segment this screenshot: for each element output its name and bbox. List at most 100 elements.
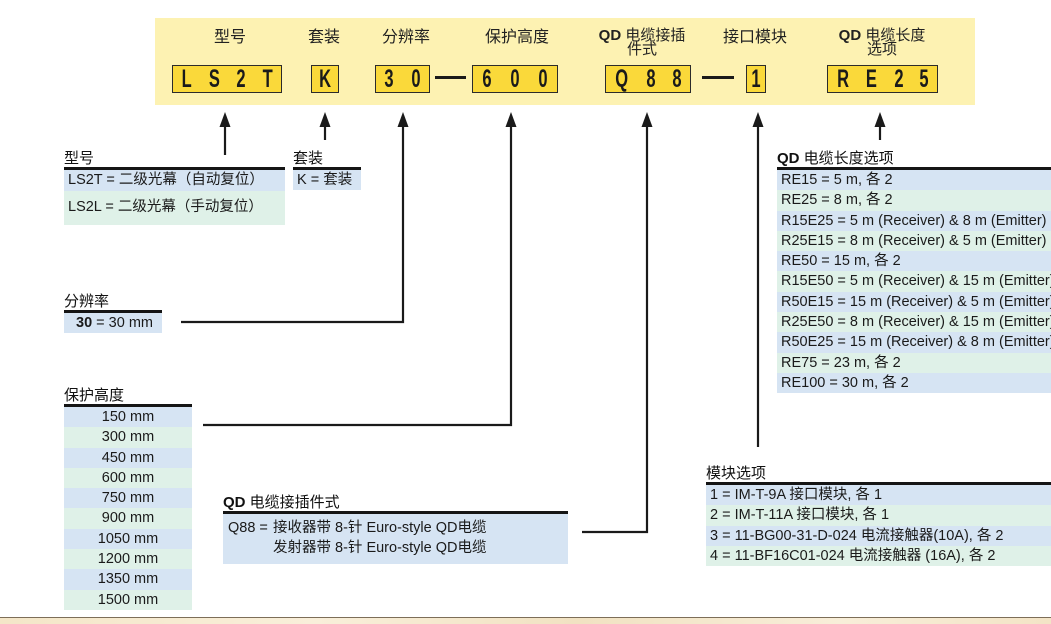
model-table: 型号 LS2T = 二级光幕（自动复位） LS2L = 二级光幕（手动复位） bbox=[64, 150, 285, 225]
module-row: 3 = 11-BG00-31-D-024 电流接触器(10A), 各 2 bbox=[706, 525, 1051, 546]
table-rule bbox=[223, 511, 568, 514]
model-table-title: 型号 bbox=[64, 150, 95, 167]
table-rule bbox=[777, 167, 1051, 170]
code-character: K bbox=[319, 65, 331, 93]
table-rule bbox=[64, 404, 192, 407]
banner-label-kit: 套装 bbox=[307, 29, 341, 46]
banner-label-qd-connection: QD 电缆接插 件式 bbox=[598, 27, 686, 58]
qd-length-row: R25E15 = 8 m (Receiver) & 5 m (Emitter) bbox=[777, 230, 1051, 252]
code-character: 3 bbox=[384, 65, 394, 93]
height-row: 300 mm bbox=[64, 427, 192, 448]
qd-length-row: RE100 = 30 m, 各 2 bbox=[777, 372, 1051, 394]
arrow-up-icon bbox=[219, 112, 231, 127]
qd-length-row: R50E25 = 15 m (Receiver) & 8 m (Emitter) bbox=[777, 332, 1051, 353]
banner-label-qd-prefix: QD bbox=[598, 27, 622, 44]
module-row: 2 = IM-T-11A 接口模块, 各 1 bbox=[706, 505, 1051, 526]
kit-row: K = 套装 bbox=[293, 170, 361, 190]
qd-connection-code: Q88 = bbox=[228, 520, 268, 536]
banner-label-qd-length-line2: 选项 bbox=[866, 41, 897, 58]
qd-length-row: RE25 = 8 m, 各 2 bbox=[777, 190, 1051, 211]
arrow-up-icon bbox=[397, 112, 409, 127]
height-row: 1200 mm bbox=[64, 549, 192, 570]
qd-connection-table: QD 电缆接插件式 Q88 = 接收器带 8-针 Euro-style QD电缆… bbox=[223, 494, 568, 564]
code-character: 1 bbox=[751, 65, 761, 93]
code-character: 5 bbox=[919, 65, 929, 93]
module-row: 4 = 11-BF16C01-024 电流接触器 (16A), 各 2 bbox=[706, 545, 1051, 567]
arrow-up-icon bbox=[874, 112, 886, 127]
qd-prefix: QD bbox=[777, 150, 800, 167]
resolution-table: 分辨率 30 = 30 mm bbox=[64, 293, 162, 334]
qd-length-title-text: 电缆长度选项 bbox=[803, 150, 894, 167]
qd-length-row: R15E50 = 5 m (Receiver) & 15 m (Emitter) bbox=[777, 271, 1051, 292]
banner-label-qd-length-line1: 电缆长度 bbox=[865, 27, 926, 44]
height-row: 1350 mm bbox=[64, 569, 192, 590]
code-character: 0 bbox=[538, 65, 548, 93]
qd-length-row: R15E25 = 5 m (Receiver) & 8 m (Emitter) bbox=[777, 210, 1051, 231]
qd-length-row: RE50 = 15 m, 各 2 bbox=[777, 251, 1051, 272]
code-character: 0 bbox=[510, 65, 520, 93]
separator-dash bbox=[702, 76, 734, 79]
qd-connection-row: Q88 = 接收器带 8-针 Euro-style QD电缆 发射器带 8-针 … bbox=[223, 514, 568, 564]
arrow-up-icon bbox=[752, 112, 764, 127]
height-row: 1500 mm bbox=[64, 589, 192, 610]
qd-length-row: R25E50 = 8 m (Receiver) & 15 m (Emitter) bbox=[777, 312, 1051, 333]
code-character: 6 bbox=[482, 65, 492, 93]
qd-prefix: QD bbox=[223, 494, 246, 511]
banner-label-qd-connection-line2: 件式 bbox=[626, 41, 657, 58]
resolution-table-title: 分辨率 bbox=[64, 293, 110, 310]
resolution-code: 30 bbox=[76, 315, 93, 331]
connector-line-qd-connection bbox=[582, 124, 649, 534]
arrow-up-icon bbox=[641, 112, 653, 127]
table-rule bbox=[64, 167, 285, 170]
qd-length-table-title: QD 电缆长度选项 bbox=[777, 150, 1051, 167]
resolution-row: 30 = 30 mm bbox=[64, 313, 162, 334]
code-box-module: 1 bbox=[746, 65, 766, 93]
model-row: LS2L = 二级光幕（手动复位） bbox=[64, 191, 285, 225]
height-row: 150 mm bbox=[64, 407, 192, 428]
code-character: 2 bbox=[894, 65, 904, 93]
code-character: 8 bbox=[646, 65, 656, 93]
footer-band bbox=[0, 617, 1051, 624]
qd-connection-line: 接收器带 8-针 Euro-style QD电缆 bbox=[273, 520, 487, 536]
qd-connection-line: 发射器带 8-针 Euro-style QD电缆 bbox=[273, 540, 487, 556]
code-character: E bbox=[866, 65, 878, 93]
banner-label-model: 型号 bbox=[213, 29, 247, 46]
height-row: 900 mm bbox=[64, 508, 192, 529]
banner-label-qd-prefix: QD bbox=[838, 27, 862, 44]
code-character: S bbox=[208, 65, 220, 93]
code-character: T bbox=[262, 65, 273, 93]
arrow-up-icon bbox=[505, 112, 517, 127]
code-character: 2 bbox=[236, 65, 246, 93]
connector-line-resolution bbox=[181, 124, 405, 324]
module-row: 1 = IM-T-9A 接口模块, 各 1 bbox=[706, 485, 1051, 506]
height-row: 450 mm bbox=[64, 447, 192, 468]
banner-label-height: 保护高度 bbox=[484, 29, 550, 46]
connector-line-height bbox=[203, 124, 513, 427]
model-row: LS2T = 二级光幕（自动复位） bbox=[64, 170, 285, 191]
qd-connection-title-text: 电缆接插件式 bbox=[249, 494, 340, 511]
height-row: 1050 mm bbox=[64, 528, 192, 550]
table-rule bbox=[64, 310, 162, 313]
model-number-banner: 型号 套装 分辨率 保护高度 QD 电缆接插 件式 接口模块 QD 电缆长度 选… bbox=[155, 18, 975, 105]
qd-length-row: R50E15 = 15 m (Receiver) & 5 m (Emitter) bbox=[777, 291, 1051, 313]
code-box-kit: K bbox=[311, 65, 339, 93]
code-character: L bbox=[181, 65, 192, 93]
qd-connection-table-title: QD 电缆接插件式 bbox=[223, 494, 568, 511]
qd-length-row: RE75 = 23 m, 各 2 bbox=[777, 352, 1051, 373]
banner-label-qd-length: QD 电缆长度 选项 bbox=[838, 27, 926, 58]
banner-label-qd-connection-line1: 电缆接插 bbox=[625, 27, 686, 44]
code-character: 0 bbox=[411, 65, 421, 93]
height-table-title: 保护高度 bbox=[64, 387, 125, 404]
code-character: R bbox=[836, 65, 849, 93]
banner-label-resolution: 分辨率 bbox=[381, 29, 431, 46]
module-table: 模块选项 1 = IM-T-9A 接口模块, 各 1 2 = IM-T-11A … bbox=[706, 465, 1051, 567]
height-row: 600 mm bbox=[64, 467, 192, 489]
separator-dash bbox=[435, 76, 466, 79]
table-rule bbox=[293, 167, 361, 170]
